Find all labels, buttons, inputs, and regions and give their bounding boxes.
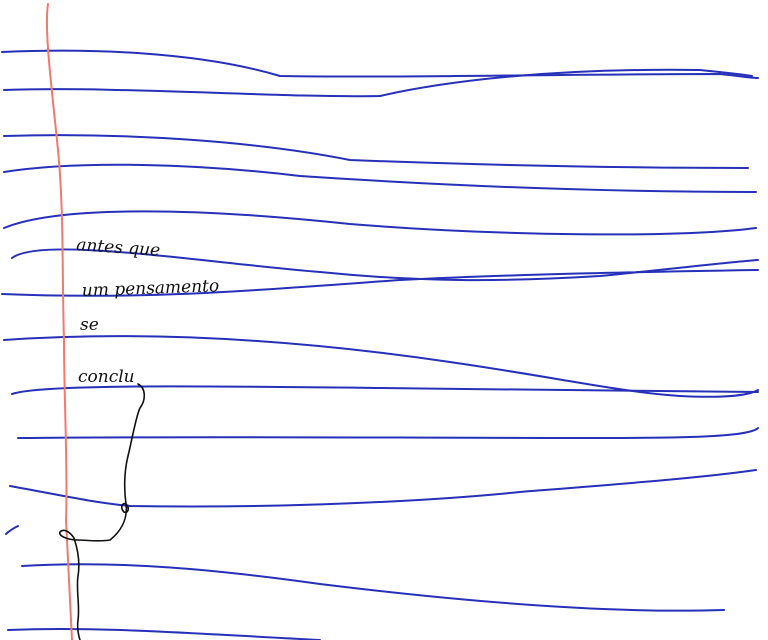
note-line-1: antes que: [76, 235, 161, 261]
rule-line: [1, 49, 759, 79]
rule-line: [3, 68, 753, 98]
note-line-2: um pensamento: [81, 276, 219, 301]
rule-line: [11, 385, 759, 395]
rule-line: [3, 210, 757, 236]
rule-line: [5, 525, 19, 535]
ink-squiggle: [58, 383, 146, 640]
note-line-3: se: [80, 315, 99, 335]
rule-line: [21, 563, 725, 612]
rule-line: [17, 427, 759, 440]
rule-line: [7, 627, 321, 640]
rule-line: [3, 134, 749, 169]
rule-line: [3, 335, 759, 398]
note-line-4: conclu: [78, 367, 135, 387]
rule-line: [9, 469, 757, 508]
handwritten-note: antes que um pensamento se conclu: [76, 235, 220, 387]
rule-line: [3, 163, 757, 193]
ruled-lines: [1, 49, 759, 640]
margin-line: [45, 3, 73, 640]
rule-line: [1, 269, 759, 297]
